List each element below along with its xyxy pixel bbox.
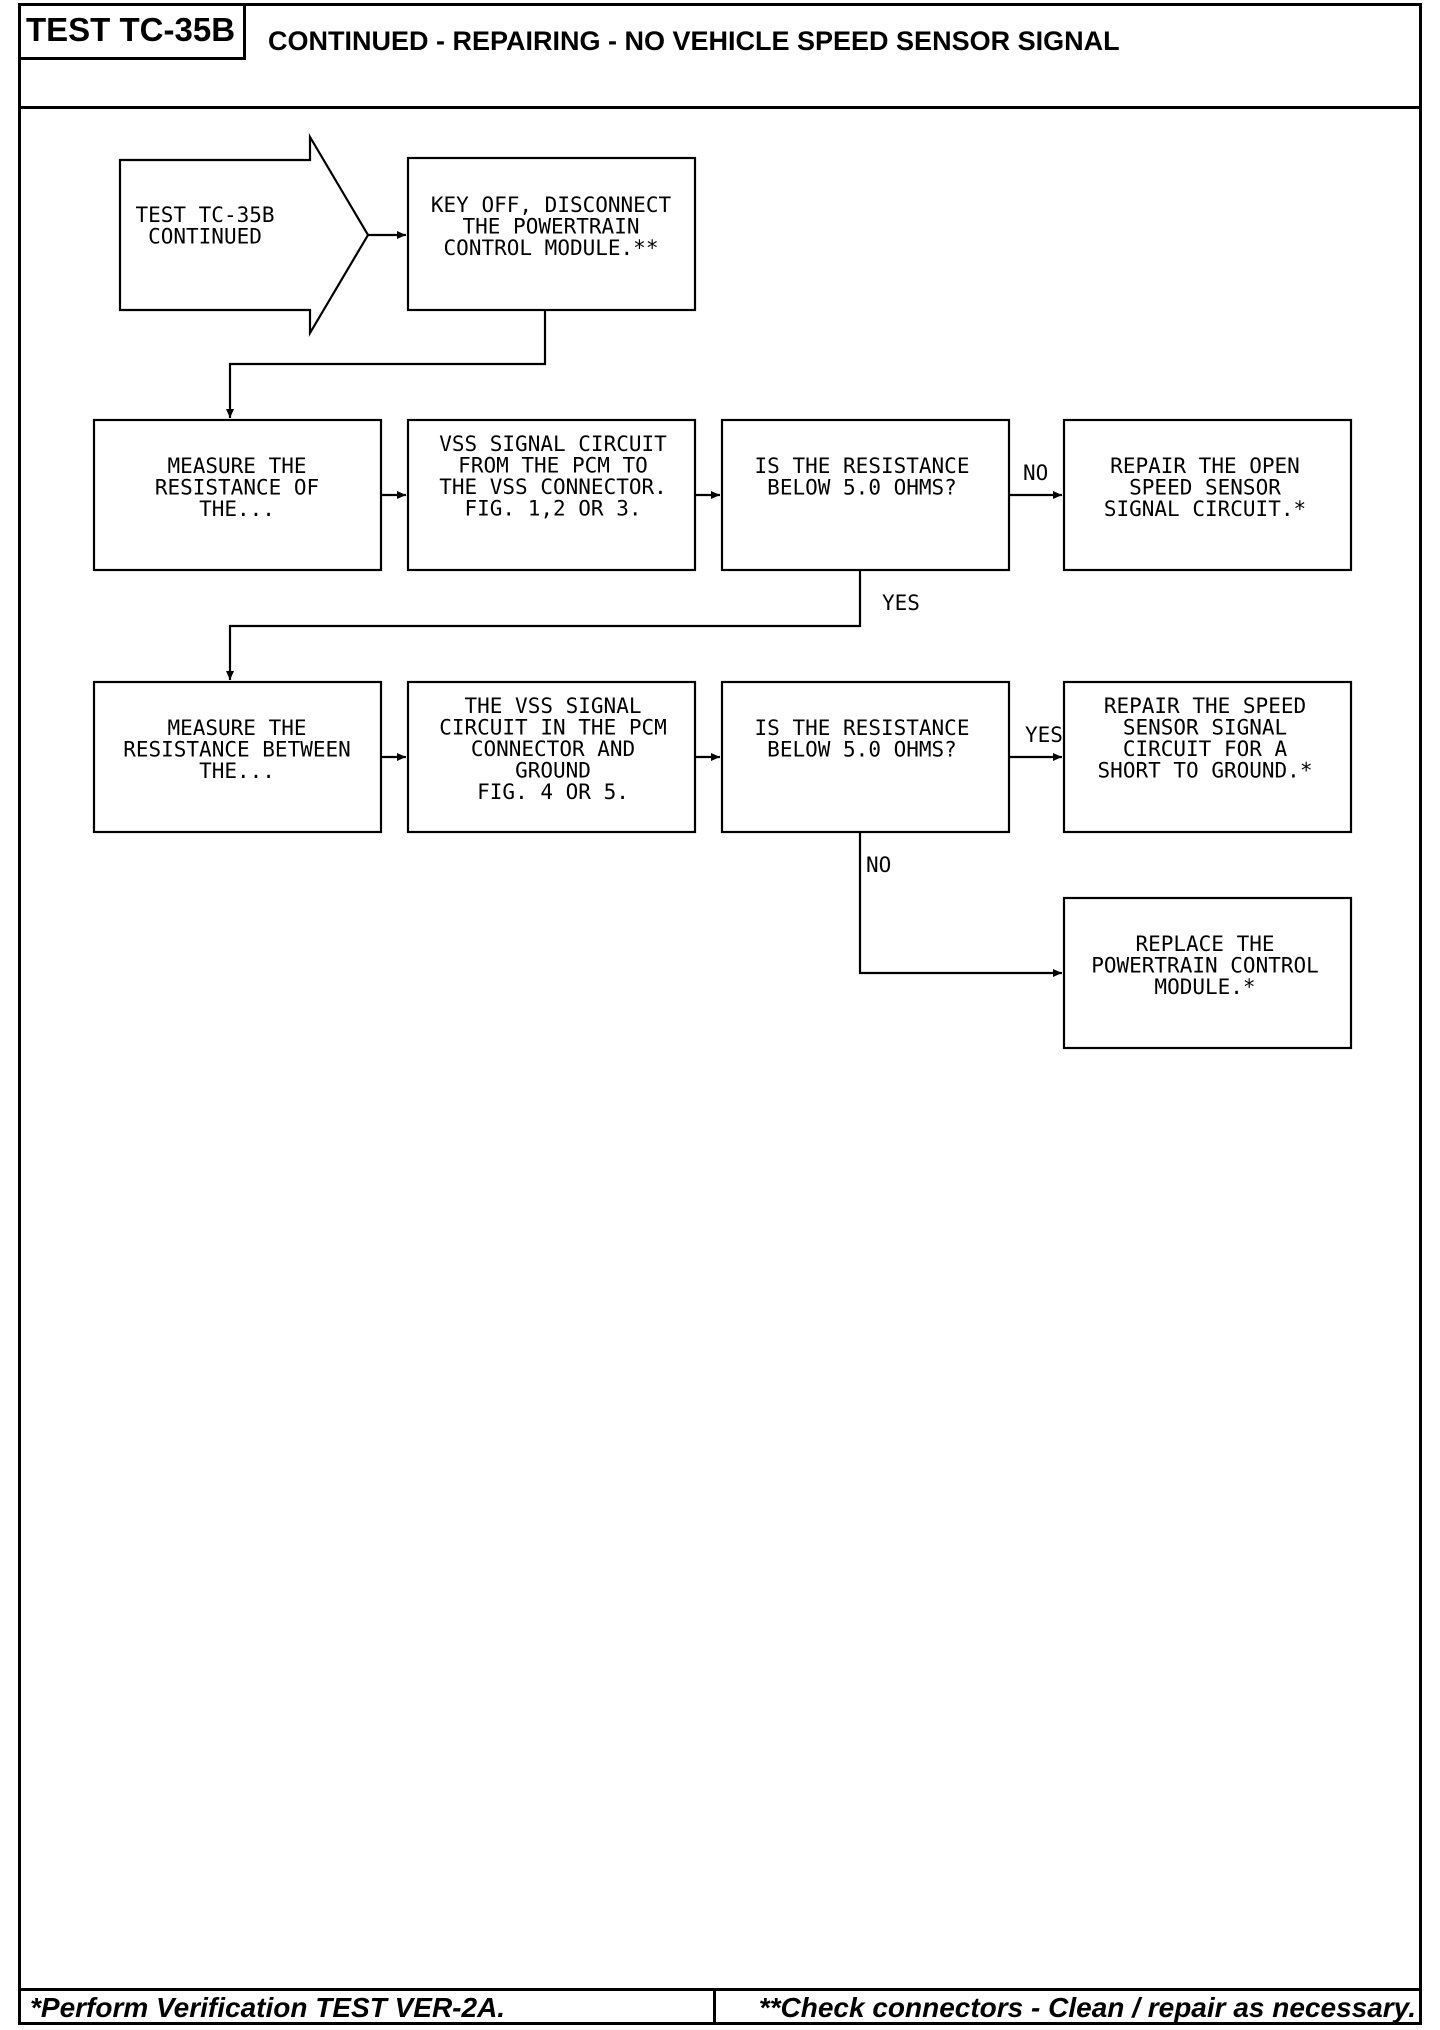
footer-left-note: *Perform Verification TEST VER-2A.: [30, 1992, 506, 2023]
row2-circuit-text-line: THE VSS SIGNAL: [464, 694, 641, 718]
row2-measure-text-line: RESISTANCE BETWEEN: [123, 738, 351, 762]
start-text-line: CONTINUED: [148, 225, 262, 249]
row2-repair-text-line: CIRCUIT FOR A: [1123, 737, 1288, 761]
row2-measure-text-line: THE...: [199, 759, 275, 783]
connector-keyoff-row1: [226, 310, 547, 418]
page-header: TEST TC-35B CONTINUED - REPAIRING - NO V…: [18, 3, 1422, 109]
row1-repair-text-line: SIGNAL CIRCUIT.*: [1104, 497, 1306, 521]
key-off-box: [406, 156, 697, 312]
row2-question-box: [720, 680, 1011, 834]
start-arrow-shape: [118, 132, 370, 338]
row1-measure-text-line: MEASURE THE: [167, 454, 306, 478]
row1-yes-label: YES: [882, 591, 920, 615]
row2-repair-text-line: SENSOR SIGNAL: [1123, 716, 1287, 740]
footer-right-note: **Check connectors - Clean / repair as n…: [713, 1991, 1422, 2025]
row1-repair-text-line: REPAIR THE OPEN: [1110, 454, 1300, 478]
row2-circuit-box: [406, 680, 697, 834]
connector-row2-no-replace: [858, 832, 1062, 977]
row1-repair-text-line: SPEED SENSOR: [1129, 476, 1281, 500]
page-footer: *Perform Verification TEST VER-2A. **Che…: [18, 1988, 1422, 2025]
row2-question-text-line: BELOW 5.0 OHMS?: [767, 738, 957, 762]
replace-pcm-text-line: POWERTRAIN CONTROL: [1091, 954, 1319, 978]
row1-measure-box: [92, 418, 383, 572]
row1-circuit-text-line: FIG. 1,2 OR 3.: [464, 497, 641, 521]
row1-no-label: NO: [1023, 461, 1048, 485]
row2-yes-label: YES: [1025, 723, 1063, 747]
connector-row1-yes-row2: [226, 570, 862, 680]
row2-measure-box: [92, 680, 383, 834]
replace-pcm-text-line: MODULE.*: [1154, 975, 1255, 999]
row2-circuit-text-line: CIRCUIT IN THE PCM: [439, 716, 667, 740]
test-id-label: TEST TC-35B: [18, 3, 247, 60]
key-off-text-line: CONTROL MODULE.**: [444, 236, 659, 260]
row2-circuit-text-line: CONNECTOR AND: [471, 737, 635, 761]
row1-circuit-text-line: VSS SIGNAL CIRCUIT: [439, 432, 667, 456]
row2-question-text-line: IS THE RESISTANCE: [755, 716, 970, 740]
key-off-text-line: THE POWERTRAIN: [462, 215, 639, 239]
row2-circuit-text-line: GROUND: [515, 759, 591, 783]
row1-circuit-text-line: FROM THE PCM TO: [458, 454, 648, 478]
replace-pcm-box: [1062, 896, 1353, 1050]
page-frame: [18, 3, 1422, 2025]
row1-measure-text-line: RESISTANCE OF: [155, 476, 319, 500]
row1-circuit-box: [406, 418, 697, 572]
row2-no-label: NO: [866, 853, 891, 877]
row2-circuit-text-line: FIG. 4 OR 5.: [477, 780, 629, 804]
row1-repair-box: [1062, 418, 1353, 572]
row1-measure-text-line: THE...: [199, 497, 275, 521]
start-text-line: TEST TC-35B: [135, 203, 274, 227]
row2-repair-text-line: SHORT TO GROUND.*: [1098, 759, 1313, 783]
row1-question-text-line: IS THE RESISTANCE: [755, 454, 970, 478]
row1-question-text-line: BELOW 5.0 OHMS?: [767, 476, 957, 500]
key-off-text-line: KEY OFF, DISCONNECT: [431, 193, 672, 217]
row2-repair-box: [1062, 680, 1353, 834]
row1-question-box: [720, 418, 1011, 572]
row2-measure-text-line: MEASURE THE: [167, 716, 306, 740]
row2-repair-text-line: REPAIR THE SPEED: [1104, 694, 1306, 718]
row1-circuit-text-line: THE VSS CONNECTOR.: [439, 475, 667, 499]
page-title: CONTINUED - REPAIRING - NO VEHICLE SPEED…: [268, 26, 1120, 56]
replace-pcm-text-line: REPLACE THE: [1135, 932, 1274, 956]
